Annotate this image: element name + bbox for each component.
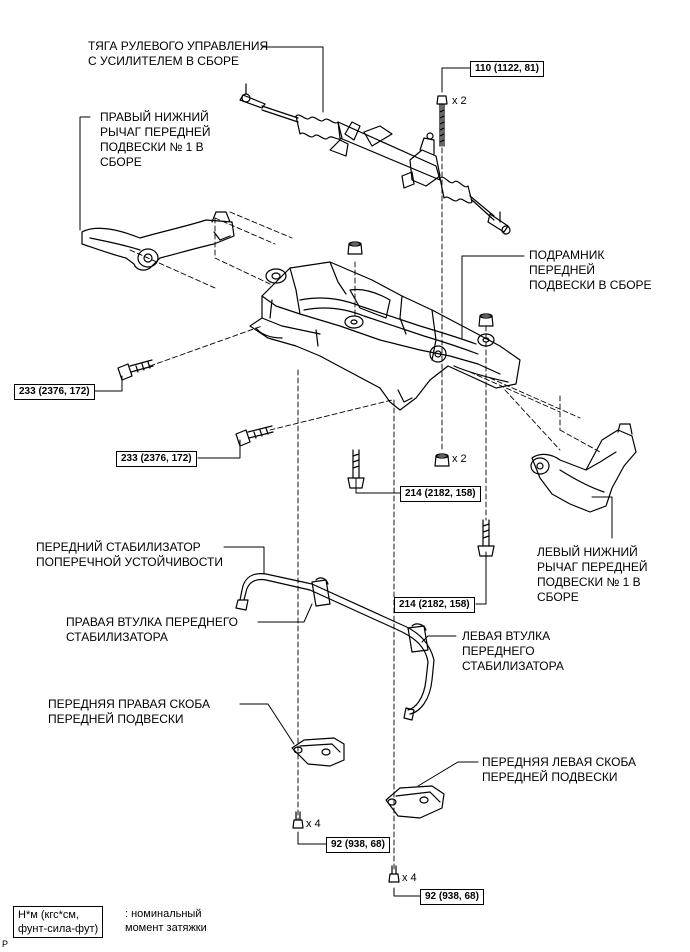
quantity-bracket-left: x 4 — [402, 872, 417, 884]
quantity-nut: x 2 — [452, 453, 467, 465]
assembly-lines — [129, 147, 601, 873]
label-line: ПОДВЕСКИ № 1 В — [100, 140, 204, 154]
left-lower-arm — [530, 423, 637, 513]
label-line: ПОДРАМНИК — [529, 248, 605, 262]
label-line: СБОРЕ — [100, 155, 142, 169]
legend-meaning: : номинальный момент затяжки — [125, 907, 207, 935]
label-stabilizer-bar: ПЕРЕДНИЙ СТАБИЛИЗАТОР ПОПЕРЕЧНОЙ УСТОЙЧИ… — [36, 540, 223, 570]
label-steering-gear: ТЯГА РУЛЕВОГО УПРАВЛЕНИЯ С УСИЛИТЕЛЕМ В … — [88, 39, 268, 69]
right-lower-arm — [81, 211, 235, 271]
label-left-bracket: ПЕРЕДНЯЯ ЛЕВАЯ СКОБА ПЕРЕДНЕЙ ПОДВЕСКИ — [482, 755, 636, 785]
label-right-bushing: ПРАВАЯ ВТУЛКА ПЕРЕДНЕГО СТАБИЛИЗАТОРА — [66, 615, 238, 645]
label-left-lower-arm: ЛЕВЫЙ НИЖНИЙ РЫЧАГ ПЕРЕДНЕЙ ПОДВЕСКИ № 1… — [537, 545, 648, 605]
label-line: ПОДВЕСКИ В СБОРЕ — [529, 278, 652, 292]
stabilizer-bar — [235, 573, 435, 721]
label-line: ПЕРЕДНЕЙ ПОДВЕСКИ — [482, 770, 618, 784]
torque-frame-bolt-right: 214 (2182, 158) — [394, 597, 475, 613]
steering-gear-assembly — [239, 83, 511, 235]
torque-bracket-bolt-right: 92 (938, 68) — [326, 837, 390, 853]
front-subframe — [249, 261, 521, 411]
label-line: С УСИЛИТЕЛЕМ В СБОРЕ — [88, 54, 240, 68]
label-line: СБОРЕ — [537, 590, 579, 604]
label-line: ПРАВЫЙ НИЖНИЙ — [100, 110, 209, 124]
quantity-bracket-right: x 4 — [306, 818, 321, 830]
label-line: РЫЧАГ ПЕРЕДНЕЙ — [537, 560, 648, 574]
label-line: ТЯГА РУЛЕВОГО УПРАВЛЕНИЯ — [88, 39, 269, 53]
quantity-gear-bolt: x 2 — [452, 95, 467, 107]
subframe-nuts — [347, 241, 494, 467]
frame-bolt-center — [347, 449, 365, 489]
legend-line: момент затяжки — [125, 922, 207, 934]
frame-bolt-upper — [117, 359, 154, 381]
legend-line: : номинальный — [125, 908, 202, 920]
right-stabilizer-bushing — [311, 577, 331, 607]
label-right-bracket: ПЕРЕДНЯЯ ПРАВАЯ СКОБА ПЕРЕДНЕЙ ПОДВЕСКИ — [48, 697, 210, 727]
left-bracket — [385, 785, 445, 819]
torque-frame-bolt-upper: 233 (2376, 172) — [14, 384, 95, 400]
frame-bolt-right — [477, 519, 495, 557]
legend-unit-box: Н*м (кгс*см, фунт-сила-фут) — [13, 906, 104, 938]
label-line: ПОДВЕСКИ № 1 В — [537, 575, 641, 589]
right-bracket — [291, 737, 345, 767]
label-subframe: ПОДРАМНИК ПЕРЕДНЕЙ ПОДВЕСКИ В СБОРЕ — [529, 248, 652, 293]
frame-bolt-lower — [235, 425, 274, 447]
label-line: ЛЕВАЯ ВТУЛКА — [462, 629, 551, 643]
left-stabilizer-bushing — [407, 623, 429, 653]
bracket-bolt-left — [388, 865, 400, 883]
label-line: СТАБИЛИЗАТОРА — [66, 630, 168, 644]
torque-frame-bolt-center: 214 (2182, 158) — [400, 486, 481, 502]
torque-gear-bolt: 110 (1122, 81) — [470, 61, 544, 77]
torque-frame-bolt-lower: 233 (2376, 172) — [116, 451, 197, 467]
label-line: ПЕРЕДНЯЯ ПРАВАЯ СКОБА — [48, 697, 211, 711]
label-line: ПЕРЕДНЕЙ ПОДВЕСКИ — [48, 712, 184, 726]
label-line: РЫЧАГ ПЕРЕДНЕЙ — [100, 125, 211, 139]
label-right-lower-arm: ПРАВЫЙ НИЖНИЙ РЫЧАГ ПЕРЕДНЕЙ ПОДВЕСКИ № … — [100, 110, 211, 170]
gear-bolt — [436, 95, 448, 147]
label-line: ПЕРЕДНЯЯ ЛЕВАЯ СКОБА — [482, 755, 637, 769]
leader-lines — [79, 46, 613, 897]
bracket-bolt-right — [292, 811, 304, 829]
label-line: ЛЕВЫЙ НИЖНИЙ — [537, 545, 638, 559]
label-line: ПЕРЕДНЕЙ — [529, 263, 596, 277]
label-line: ПЕРЕДНИЙ СТАБИЛИЗАТОР — [36, 540, 201, 554]
label-line: СТАБИЛИЗАТОРА — [462, 659, 564, 673]
label-line: ПОПЕРЕЧНОЙ УСТОЙЧИВОСТИ — [36, 555, 223, 569]
label-line: ПРАВАЯ ВТУЛКА ПЕРЕДНЕГО — [66, 615, 238, 629]
legend-line: Н*м (кгс*см, — [18, 909, 79, 921]
torque-bracket-bolt-left: 92 (938, 68) — [420, 889, 484, 905]
label-line: ПЕРЕДНЕГО — [462, 644, 535, 658]
label-left-bushing: ЛЕВАЯ ВТУЛКА ПЕРЕДНЕГО СТАБИЛИЗАТОРА — [462, 629, 564, 674]
corner-mark: P — [2, 939, 9, 949]
legend-line: фунт-сила-фут) — [18, 923, 99, 935]
